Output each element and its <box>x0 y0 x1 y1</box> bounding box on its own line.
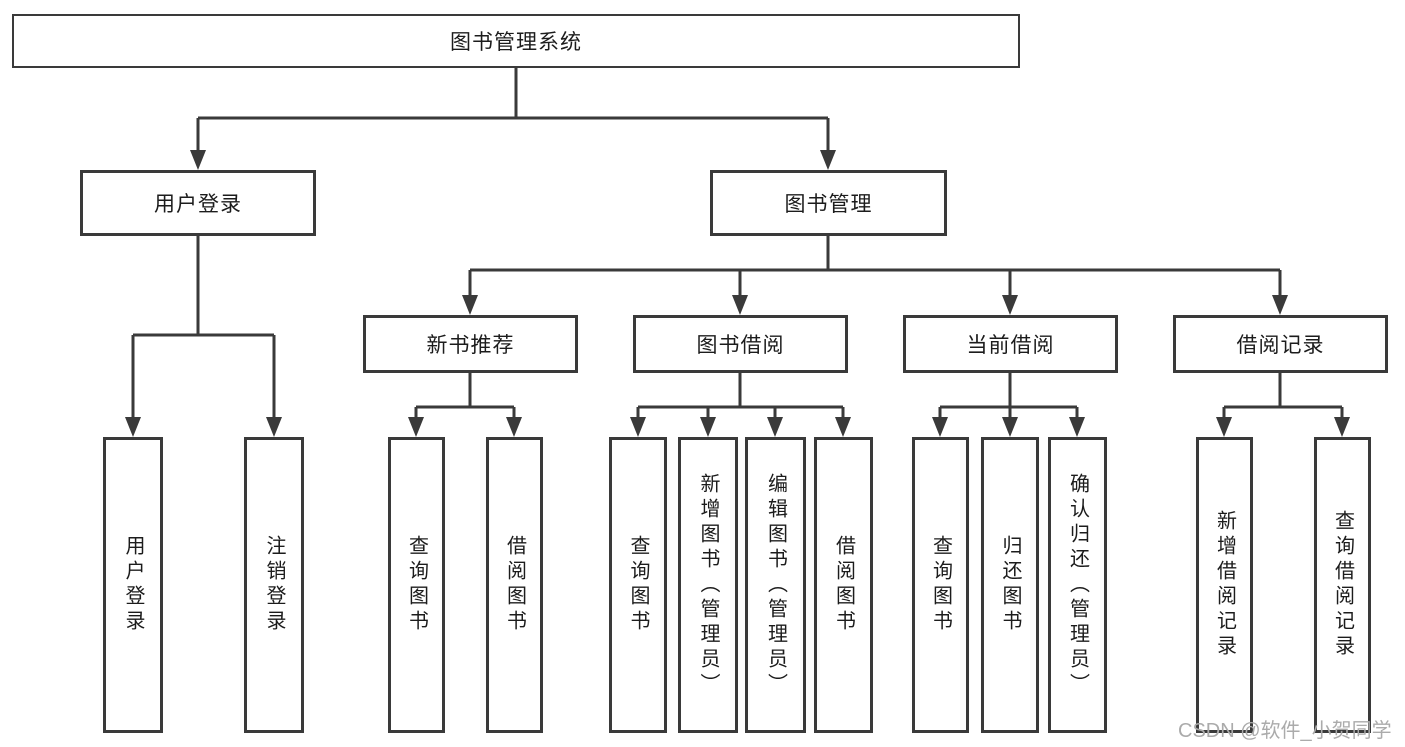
node-label: 新增图书（管理员） <box>697 472 719 698</box>
node-label: 查询图书 <box>929 535 952 635</box>
node-book-management: 图书管理 <box>710 170 947 236</box>
node-label: 借阅记录 <box>1236 334 1325 357</box>
node-label: 查询图书 <box>627 535 649 635</box>
node-label: 当前借阅 <box>966 334 1055 357</box>
leaf-logout: 注销登录 <box>244 437 304 733</box>
node-user-login: 用户登录 <box>80 170 316 236</box>
node-label: 用户登录 <box>154 193 242 216</box>
node-label: 查询图书 <box>405 535 428 635</box>
node-current-borrowing: 当前借阅 <box>903 315 1118 373</box>
leaf-query-books-1: 查询图书 <box>388 437 445 733</box>
node-label: 图书管理系统 <box>450 31 582 54</box>
leaf-borrow-books-2: 借阅图书 <box>814 437 873 733</box>
leaf-query-books-3: 查询图书 <box>912 437 969 733</box>
node-label: 新增借阅记录 <box>1213 510 1236 660</box>
node-label: 编辑图书（管理员） <box>764 472 787 698</box>
node-label: 查询借阅记录 <box>1331 510 1354 660</box>
node-label: 借阅图书 <box>503 535 526 635</box>
node-new-book-recommend: 新书推荐 <box>363 315 578 373</box>
leaf-add-books-admin: 新增图书（管理员） <box>678 437 738 733</box>
leaf-edit-books-admin: 编辑图书（管理员） <box>745 437 806 733</box>
leaf-add-borrow-record: 新增借阅记录 <box>1196 437 1253 733</box>
leaf-query-books-2: 查询图书 <box>609 437 667 733</box>
leaf-user-login: 用户登录 <box>103 437 163 733</box>
leaf-borrow-books-1: 借阅图书 <box>486 437 543 733</box>
leaf-query-borrow-record: 查询借阅记录 <box>1314 437 1371 733</box>
node-label: 新书推荐 <box>426 334 515 357</box>
node-label: 用户登录 <box>122 535 144 635</box>
node-book-borrowing: 图书借阅 <box>633 315 848 373</box>
csdn-watermark: CSDN @软件_小贺同学 <box>1178 720 1392 742</box>
node-label: 确认归还（管理员） <box>1066 472 1089 698</box>
node-label: 图书借阅 <box>696 334 785 357</box>
leaf-confirm-return-admin: 确认归还（管理员） <box>1048 437 1107 733</box>
node-label: 注销登录 <box>263 535 285 635</box>
node-label: 归还图书 <box>999 535 1021 635</box>
node-borrowing-records: 借阅记录 <box>1173 315 1388 373</box>
node-label: 图书管理 <box>784 193 873 216</box>
node-system-root: 图书管理系统 <box>12 14 1020 68</box>
leaf-return-books: 归还图书 <box>981 437 1039 733</box>
node-label: 借阅图书 <box>832 535 855 635</box>
